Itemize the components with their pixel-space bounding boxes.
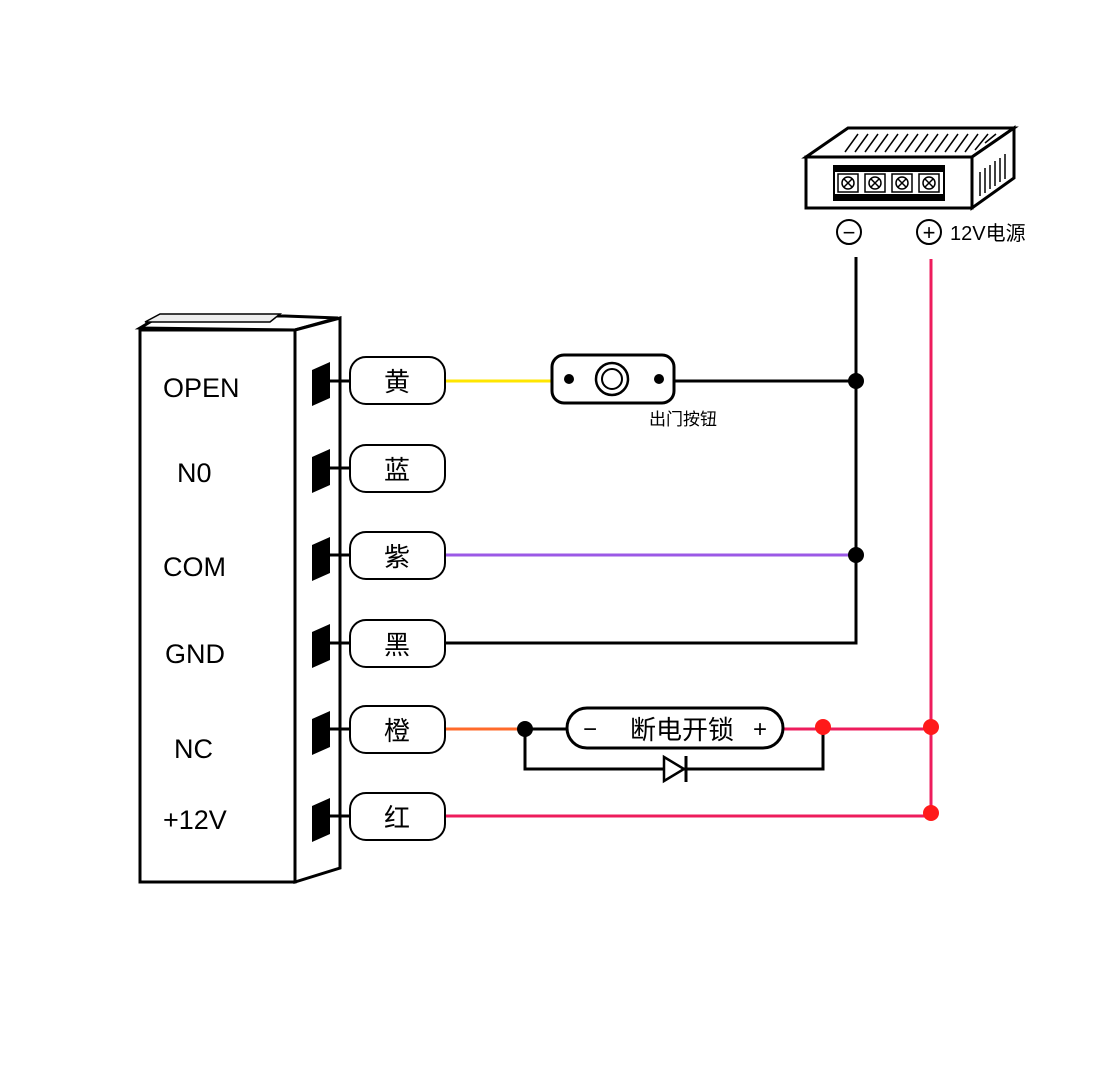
- terminal-label-12v: +12V: [163, 805, 227, 835]
- terminal-label-open: OPEN: [163, 373, 240, 403]
- screw-terminal-icon: [918, 173, 940, 193]
- screw-hole: [564, 374, 574, 384]
- controller-front: [138, 328, 297, 884]
- wire-tag: [349, 531, 446, 580]
- psu-vent-top: [844, 133, 997, 153]
- exit-button-label: 出门按钮: [649, 410, 717, 429]
- lock-minus-sign: −: [583, 716, 597, 743]
- junction-dot: [848, 547, 864, 563]
- junction-dot: [923, 719, 939, 735]
- junctions: [517, 373, 939, 821]
- psu-minus-symbol: −: [843, 220, 856, 245]
- connector-block: [312, 537, 330, 581]
- screw-terminal-icon: [891, 173, 913, 193]
- wire-tag-label-orange: 橙: [384, 716, 410, 746]
- connector-block: [312, 624, 330, 668]
- push-button-inner: [601, 368, 623, 390]
- connector-block: [312, 449, 330, 493]
- lock-body: [565, 706, 785, 750]
- terminal-label-gnd: GND: [165, 639, 225, 669]
- psu-terminal-strip-bottom: [834, 194, 944, 200]
- wire-tag-label-red: 红: [384, 803, 410, 833]
- terminal-label-com: COM: [163, 552, 226, 582]
- wire-tag-label-blue: 蓝: [384, 455, 410, 485]
- lock-plus-sign: +: [753, 716, 767, 743]
- psu-plus-symbol: +: [923, 220, 936, 245]
- wire-black-ground: [444, 257, 858, 645]
- wire-tag-label-purple: 紫: [384, 542, 410, 572]
- wire-tag-label-yellow: 黄: [384, 367, 410, 397]
- controller-label-strip: [144, 313, 283, 323]
- minus-circle-icon: [836, 219, 862, 245]
- screw-hole: [654, 374, 664, 384]
- wire-tag: [349, 356, 446, 405]
- wire-tag: [349, 619, 446, 668]
- psu-terminal-strip-top: [834, 166, 944, 172]
- screw-terminal-icon: [837, 173, 859, 193]
- electric-lock: − 断电开锁 +: [565, 706, 785, 750]
- connector-block: [312, 798, 330, 842]
- plus-circle-icon: [916, 219, 942, 245]
- exit-button: 出门按钮: [550, 353, 717, 429]
- terminal-label-nc: NC: [174, 734, 213, 764]
- controller-leads: [330, 379, 352, 818]
- junction-dot: [517, 721, 533, 737]
- psu-vent-side: [979, 154, 1006, 196]
- lock-label: 断电开锁: [630, 715, 734, 745]
- junction-dot: [923, 805, 939, 821]
- junction-dot: [815, 719, 831, 735]
- terminal-label-no: N0: [177, 458, 212, 488]
- power-supply: − + 12V电源: [801, 125, 1026, 245]
- wire-tag: [349, 792, 446, 841]
- psu-side: [970, 125, 1016, 211]
- diode-icon: [662, 754, 688, 784]
- wire-tags: 黄 蓝 紫 黑 橙 红: [349, 356, 446, 841]
- screw-terminal-icon: [864, 173, 886, 193]
- wire-tag: [349, 444, 446, 493]
- connector-block: [312, 711, 330, 755]
- wire-tag: [349, 705, 446, 754]
- connector-block: [312, 362, 330, 406]
- controller-unit: OPEN N0 COM GND NC +12V: [134, 313, 342, 885]
- junction-dot: [848, 373, 864, 389]
- psu-label: 12V电源: [950, 222, 1026, 245]
- wire-tag-label-black: 黑: [384, 630, 410, 660]
